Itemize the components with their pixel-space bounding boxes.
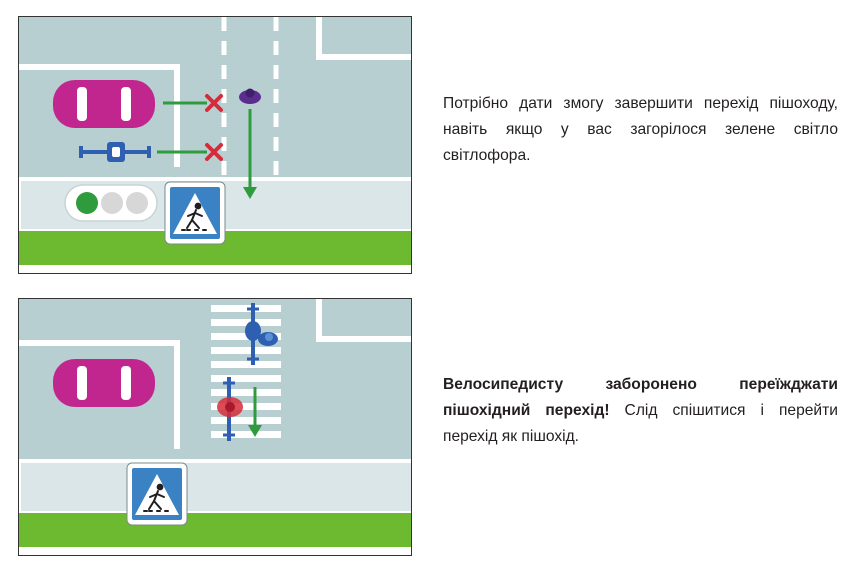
down-arrow-icon <box>243 109 257 199</box>
car-icon <box>53 80 155 128</box>
x-mark-icon <box>205 143 223 161</box>
lane-markings <box>221 17 279 177</box>
bicycle-icon <box>79 142 151 162</box>
curb-line-left <box>19 340 180 449</box>
dismounted-cyclist-icon <box>217 377 243 441</box>
intersection-scene-1 <box>19 17 411 273</box>
sidewalk <box>19 459 411 515</box>
curb-line-top-right <box>316 17 411 60</box>
intersection-scene-2 <box>19 299 411 555</box>
pedestrian-crossing-sign-icon <box>164 181 226 245</box>
zebra-crossing <box>211 305 281 438</box>
pedestrian-icon <box>239 88 261 104</box>
car-icon <box>53 359 155 407</box>
cyclist-icon <box>245 303 278 365</box>
caption-instruction: Слід спішитися і перейти перехід як пішо… <box>443 402 838 445</box>
traffic-light-icon <box>64 184 158 222</box>
grass-strip <box>19 513 411 547</box>
caption-cyclist-crossing: Велосипедисту заборонено переїжджати піш… <box>443 372 838 450</box>
x-mark-icon <box>205 94 223 112</box>
down-arrow-icon <box>248 387 262 437</box>
caption-bold-warning: Велосипедисту заборонено переїжджати піш… <box>443 376 838 419</box>
curb-line-top-right <box>316 299 411 342</box>
illustration-panel-cyclist-crossing <box>18 298 412 556</box>
curb-line-left <box>19 64 180 167</box>
pedestrian-crossing-sign-icon <box>126 462 188 526</box>
illustration-panel-green-light <box>18 16 412 274</box>
caption-green-light: Потрібно дати змогу завершити перехід пі… <box>443 95 838 164</box>
